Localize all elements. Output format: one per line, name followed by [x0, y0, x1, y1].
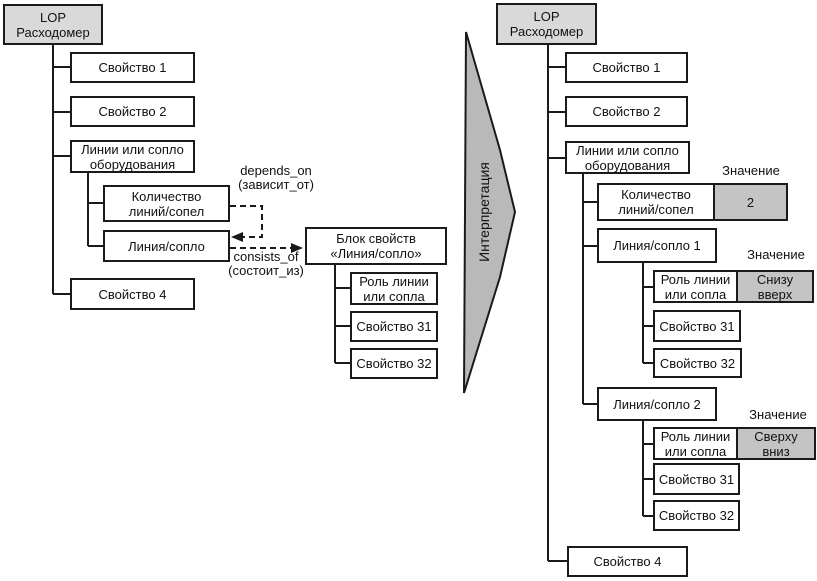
property-31-node-2: Свойство 31 [653, 463, 740, 495]
property-4-node-left: Свойство 4 [70, 278, 195, 310]
left-tree-connectors [52, 45, 350, 364]
lines-count-node-left: Количество линий/сопел [103, 185, 230, 222]
property-31-node-1: Свойство 31 [653, 310, 741, 342]
property-32-node-2: Свойство 32 [653, 500, 740, 531]
lop-root-node-left: LOP Расходомер [3, 4, 103, 45]
lines-group-node-left: Линии или сопло оборудования [70, 140, 195, 173]
property-1-node-left: Свойство 1 [70, 52, 195, 83]
interpretation-label: Интерпретация [476, 162, 492, 262]
property-2-node-right: Свойство 2 [565, 96, 688, 127]
value-label-count: Значение [722, 163, 780, 178]
role-2-value-box: Сверху вниз [736, 427, 816, 460]
lines-group-node-right: Линии или сопло оборудования [565, 141, 690, 174]
role-1-value-box: Снизу вверх [736, 270, 814, 303]
line-nozzle-1-node: Линия/сопло 1 [597, 228, 717, 263]
property-1-node-right: Свойство 1 [565, 52, 688, 83]
count-value-box: 2 [713, 183, 788, 221]
role-2-node: Роль линии или сопла [653, 427, 738, 460]
role-node-block: Роль линии или сопла [350, 272, 438, 305]
lines-count-node-right: Количество линий/сопел [597, 183, 715, 221]
property-block-title-node: Блок свойств «Линия/сопло» [305, 227, 447, 265]
line-nozzle-node-left: Линия/сопло [103, 230, 230, 262]
lop-root-node-right: LOP Расходомер [496, 3, 597, 45]
consists-of-label: consists_of (состоит_из) [228, 249, 304, 278]
property-2-node-left: Свойство 2 [70, 96, 195, 127]
depends-on-label: depends_on (зависит_от) [238, 163, 314, 192]
property-31-node-block: Свойство 31 [350, 311, 438, 342]
property-32-node-block: Свойство 32 [350, 348, 438, 379]
property-4-node-right: Свойство 4 [567, 546, 688, 577]
depends-on-arrow [230, 205, 263, 242]
property-32-node-1: Свойство 32 [653, 348, 742, 378]
value-label-role2: Значение [749, 407, 807, 422]
value-label-role1: Значение [747, 247, 805, 262]
right-tree-connectors [547, 45, 653, 562]
role-1-node: Роль линии или сопла [653, 270, 738, 303]
line-nozzle-2-node: Линия/сопло 2 [597, 387, 717, 421]
consists-of-arrow [230, 243, 303, 253]
interpretation-arrow [463, 31, 517, 394]
